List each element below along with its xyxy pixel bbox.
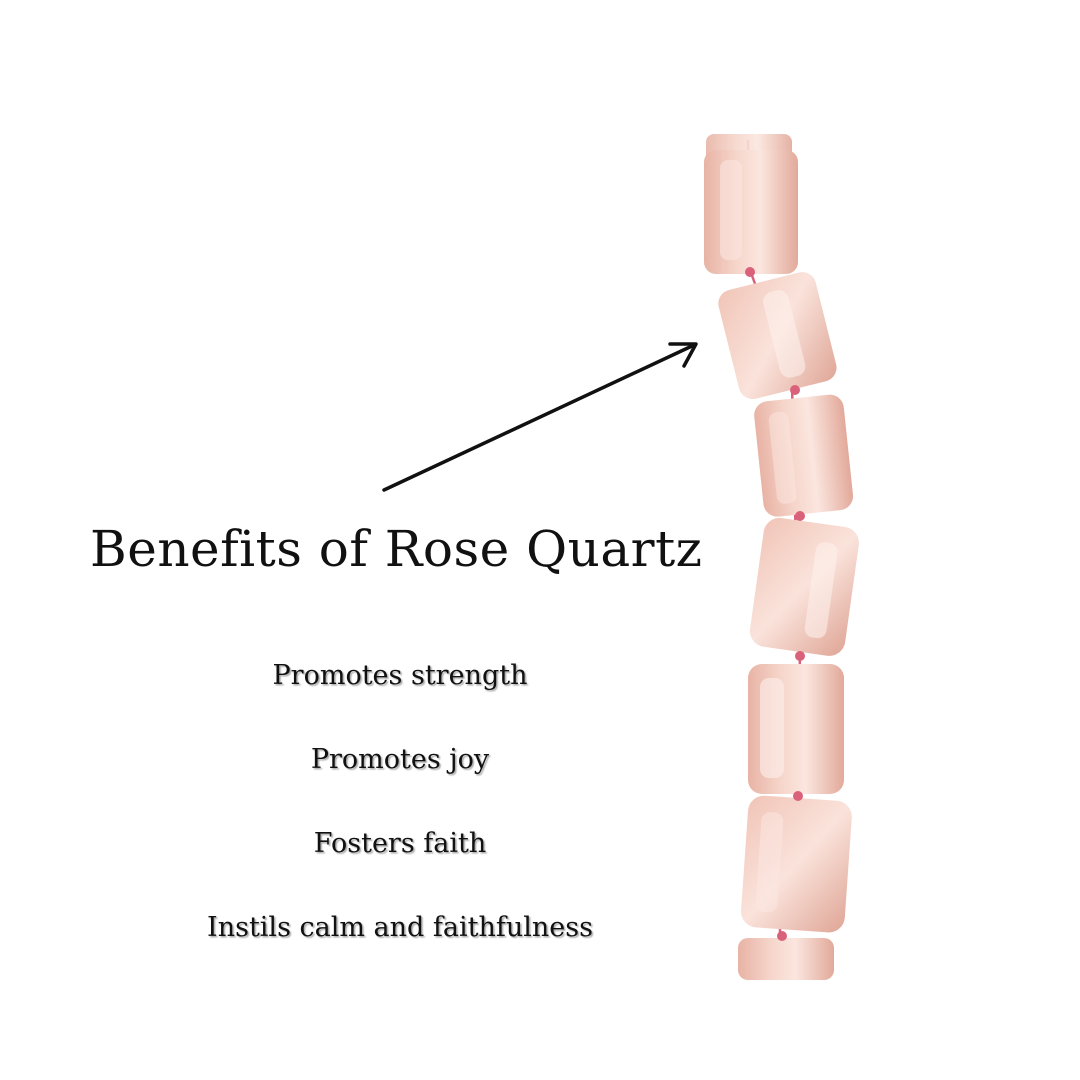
pointer-arrow-icon: [382, 342, 698, 492]
page-title: Benefits of Rose Quartz: [90, 520, 703, 578]
benefit-item-joy: Promotes joy: [310, 744, 490, 775]
benefit-item-strength: Promotes strength: [272, 660, 528, 691]
benefit-item-calm: Instils calm and faithfulness: [207, 912, 593, 943]
benefit-item-faith: Fosters faith: [313, 828, 487, 859]
rose-quartz-beads-image: [704, 134, 859, 980]
